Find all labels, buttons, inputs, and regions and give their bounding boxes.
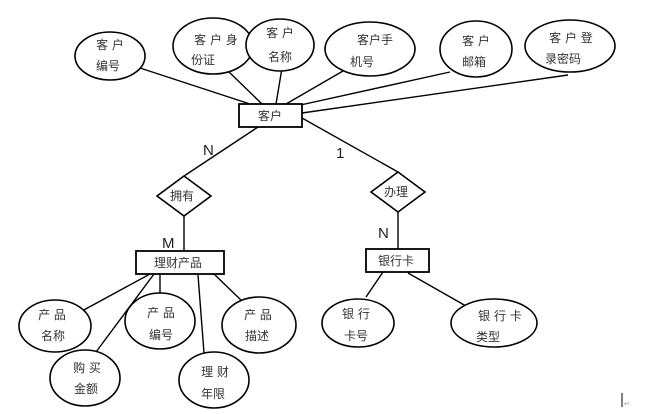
entity-bankcard: 银行卡 [365, 248, 430, 273]
attribute-label: 产 品 [244, 308, 272, 322]
attribute-cust-phone: 客户手 机号 [324, 21, 416, 77]
attribute-card-no: 银 行 卡号 [321, 298, 395, 348]
paragraph-mark: ↵ [624, 400, 630, 408]
attribute-label: 邮箱 [462, 54, 486, 69]
cardinality-label: 1 [336, 145, 344, 162]
attribute-prod-name: 产 品 名称 [18, 299, 92, 353]
edge-product-prod-amount [95, 273, 155, 353]
cardinality-label: N [203, 142, 214, 159]
attribute-label: 客 户 [266, 25, 294, 40]
edge-bankcard-card-no [365, 271, 384, 298]
attribute-label: 编号 [149, 327, 173, 342]
attribute-prod-desc: 产 品 描述 [221, 296, 297, 354]
attribute-prod-term: 理 财 年限 [178, 351, 250, 409]
attribute-label: 购 买 [73, 360, 101, 375]
edge-product-prod-name [81, 273, 151, 312]
attribute-label: 客 户 [96, 37, 124, 52]
attribute-prod-id: 产 品 编号 [124, 292, 196, 350]
attribute-label: 描述 [245, 329, 269, 343]
attribute-label: 类型 [476, 330, 500, 344]
edge-product-prod-desc [213, 273, 244, 303]
edge-customer-cust-idcard [227, 70, 263, 105]
relationship-handle: 办理 [369, 171, 427, 213]
attribute-label: 产 品 [38, 308, 66, 322]
attribute-label: 客户手 [357, 32, 393, 47]
attribute-label: 年限 [201, 387, 225, 401]
attribute-label: 客 户 身 [194, 32, 238, 47]
attribute-label: 编号 [96, 58, 120, 73]
entity-product: 理财产品 [135, 250, 225, 275]
edge-customer-cust-name [275, 67, 283, 105]
attribute-label: 客 户 登 [549, 30, 593, 45]
attribute-label: 名称 [268, 49, 292, 64]
edge-customer-handle [301, 117, 399, 173]
relationship-label: 拥有 [170, 189, 194, 203]
attribute-label: 客 户 [462, 33, 490, 48]
attribute-card-type: 银 行 卡 类型 [450, 298, 538, 348]
entity-customer: 客户 [238, 103, 303, 128]
attribute-cust-idcard: 客 户 身 份证 [172, 17, 254, 75]
attribute-label: 卡号 [344, 329, 368, 343]
attribute-label: 机号 [350, 55, 374, 69]
attribute-label: 理 财 [201, 365, 229, 379]
attribute-label: 银 行 [342, 307, 370, 321]
attribute-label: 份证 [191, 53, 215, 67]
attribute-label: 产 品 [147, 306, 175, 320]
connector-lines [81, 67, 569, 354]
attribute-prod-amount: 购 买 金额 [49, 349, 121, 407]
edge-product-prod-term [197, 274, 205, 354]
attribute-label: 银 行 卡 [478, 309, 522, 323]
entity-label: 客户 [258, 108, 282, 123]
edge-customer-cust-id [139, 67, 251, 105]
attribute-cust-email: 客 户 邮箱 [439, 20, 513, 78]
relationship-label: 办理 [384, 184, 408, 199]
edge-customer-cust-email [295, 71, 451, 107]
attribute-cust-id: 客 户 编号 [74, 31, 146, 81]
attribute-label: 录密码 [545, 51, 581, 66]
cardinality-label: N [378, 225, 389, 242]
edge-bankcard-card-type [407, 272, 467, 307]
edge-customer-cust-pwd [301, 74, 569, 114]
entity-label: 银行卡 [378, 254, 414, 268]
attribute-label: 金额 [74, 381, 98, 396]
edge-customer-own [183, 126, 259, 177]
edge-customer-cust-phone [285, 70, 344, 105]
attribute-cust-pwd: 客 户 登 录密码 [524, 19, 616, 73]
cardinality-label: M [162, 235, 175, 252]
entity-label: 理财产品 [154, 256, 202, 270]
attribute-label: 名称 [41, 328, 65, 343]
relationship-own: 拥有 [155, 175, 213, 217]
attribute-cust-name: 客 户 名称 [245, 18, 315, 72]
